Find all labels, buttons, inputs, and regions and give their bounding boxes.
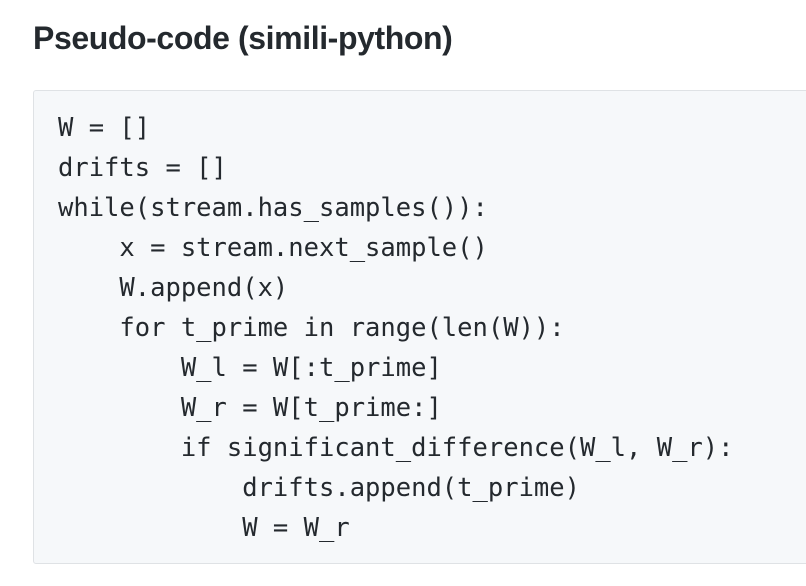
code-line: W_l = W[:t_prime] (58, 353, 442, 383)
code-line: for t_prime in range(len(W)): (58, 313, 565, 343)
code-line: W = W_r (58, 513, 350, 543)
code-line: x = stream.next_sample() (58, 233, 488, 263)
code-line: drifts.append(t_prime) (58, 473, 580, 503)
section-heading: Pseudo-code (simili-python) (33, 20, 453, 56)
code-line: W_r = W[t_prime:] (58, 393, 442, 423)
code-line: while(stream.has_samples()): (58, 193, 488, 223)
code-block: W = [] drifts = [] while(stream.has_sample… (33, 90, 806, 564)
code-line: if significant_difference(W_l, W_r): (58, 433, 734, 463)
code-content: W = [] drifts = [] while(stream.has_sample… (58, 108, 734, 548)
code-line: W.append(x) (58, 273, 289, 303)
code-line: drifts = [] (58, 153, 227, 183)
code-line: W = [] (58, 113, 151, 143)
